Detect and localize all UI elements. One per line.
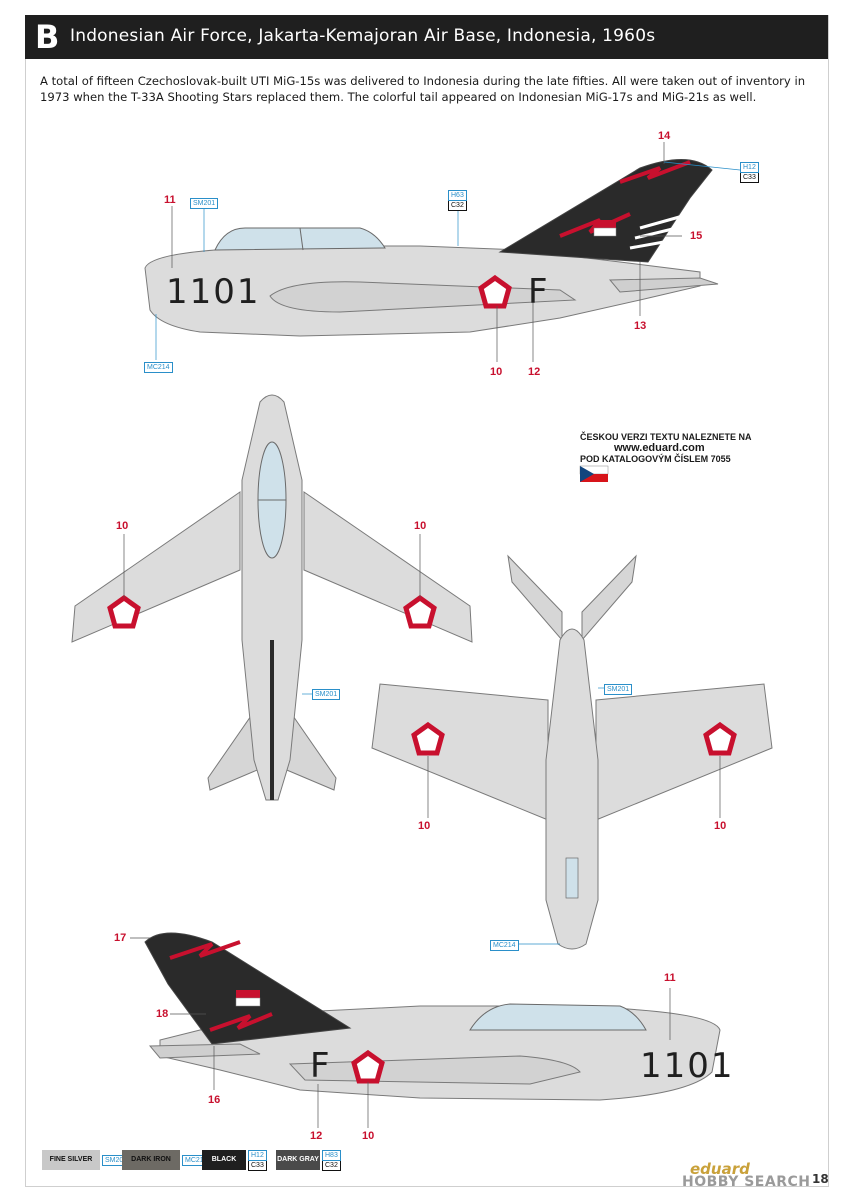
paint-legend-dark-iron: DARK IRON MC214 [122,1150,211,1170]
paint-legend-fine-silver: FINE SILVER SM201 [42,1150,131,1170]
bottom-callout-10-right: 10 [714,820,727,832]
callout-11: 11 [164,194,176,206]
profile-title: Indonesian Air Force, Jakarta-Kemajoran … [70,26,656,46]
czech-note-url[interactable]: www.eduard.com [614,442,705,454]
top-callout-10-right: 10 [414,520,427,532]
bottom-callout-10-left: 10 [418,820,431,832]
side2-code-letter: F [310,1046,330,1086]
callout-13: 13 [634,320,647,332]
paint-stack-h12: H12 C33 [740,162,759,183]
callout-14: 14 [658,130,671,142]
swatch-black: BLACK [202,1150,246,1170]
hobby-search-watermark: HOBBY SEARCH [682,1174,811,1190]
side-view-aircraft [144,142,741,362]
top-view-aircraft [71,394,473,801]
profile-description: A total of fifteen Czechoslovak-built UT… [40,74,806,104]
czech-note-line3: POD KATALOGOVÝM ČÍSLEM 7055 [580,454,731,464]
callout-17: 17 [114,932,127,944]
paint-stack-h63: H63 C32 [448,190,467,211]
callout-12: 12 [528,366,541,378]
legend-stack-h12: H12 C33 [248,1149,267,1171]
side2-serial: 1101 [640,1046,735,1086]
top-callout-10-left: 10 [116,520,129,532]
callout-11-b: 11 [664,972,676,984]
bottom-view-aircraft [371,465,773,950]
eduard-logo: eduard [690,1160,750,1178]
swatch-fine-silver: FINE SILVER [42,1150,100,1170]
swatch-dark-gray: DARK GRAY [276,1150,320,1170]
bottom-paint-code-mc214: MC214 [490,940,519,951]
callout-10: 10 [490,366,503,378]
czech-version-note: ČESKOU VERZI TEXTU NALEZNETE NA www.edua… [580,432,752,465]
paint-legend-black: BLACK H12 C33 [202,1149,267,1171]
callout-15: 15 [690,230,703,242]
paint-code-mc214: MC214 [144,362,173,373]
callout-18: 18 [156,1008,169,1020]
legend-stack-h83: H83 C32 [322,1149,341,1171]
callout-10-b: 10 [362,1130,375,1142]
callout-16: 16 [208,1094,221,1106]
side-view-2-aircraft [130,932,721,1128]
paint-code-sm201: SM201 [190,198,219,209]
profile-header: B Indonesian Air Force, Jakarta-Kemajora… [25,15,828,59]
bottom-paint-code-sm201: SM201 [604,684,633,695]
top-paint-code-sm201: SM201 [312,689,341,700]
swatch-dark-iron: DARK IRON [122,1150,180,1170]
side-code-letter: F [528,272,548,312]
profile-letter: B [35,18,60,56]
side-serial: 1101 [166,272,261,312]
page-number: 18 [812,1172,829,1186]
paint-legend-dark-gray: DARK GRAY H83 C32 [276,1149,341,1171]
callout-12-b: 12 [310,1130,323,1142]
czech-note-line1: ČESKOU VERZI TEXTU NALEZNETE NA [580,432,752,442]
